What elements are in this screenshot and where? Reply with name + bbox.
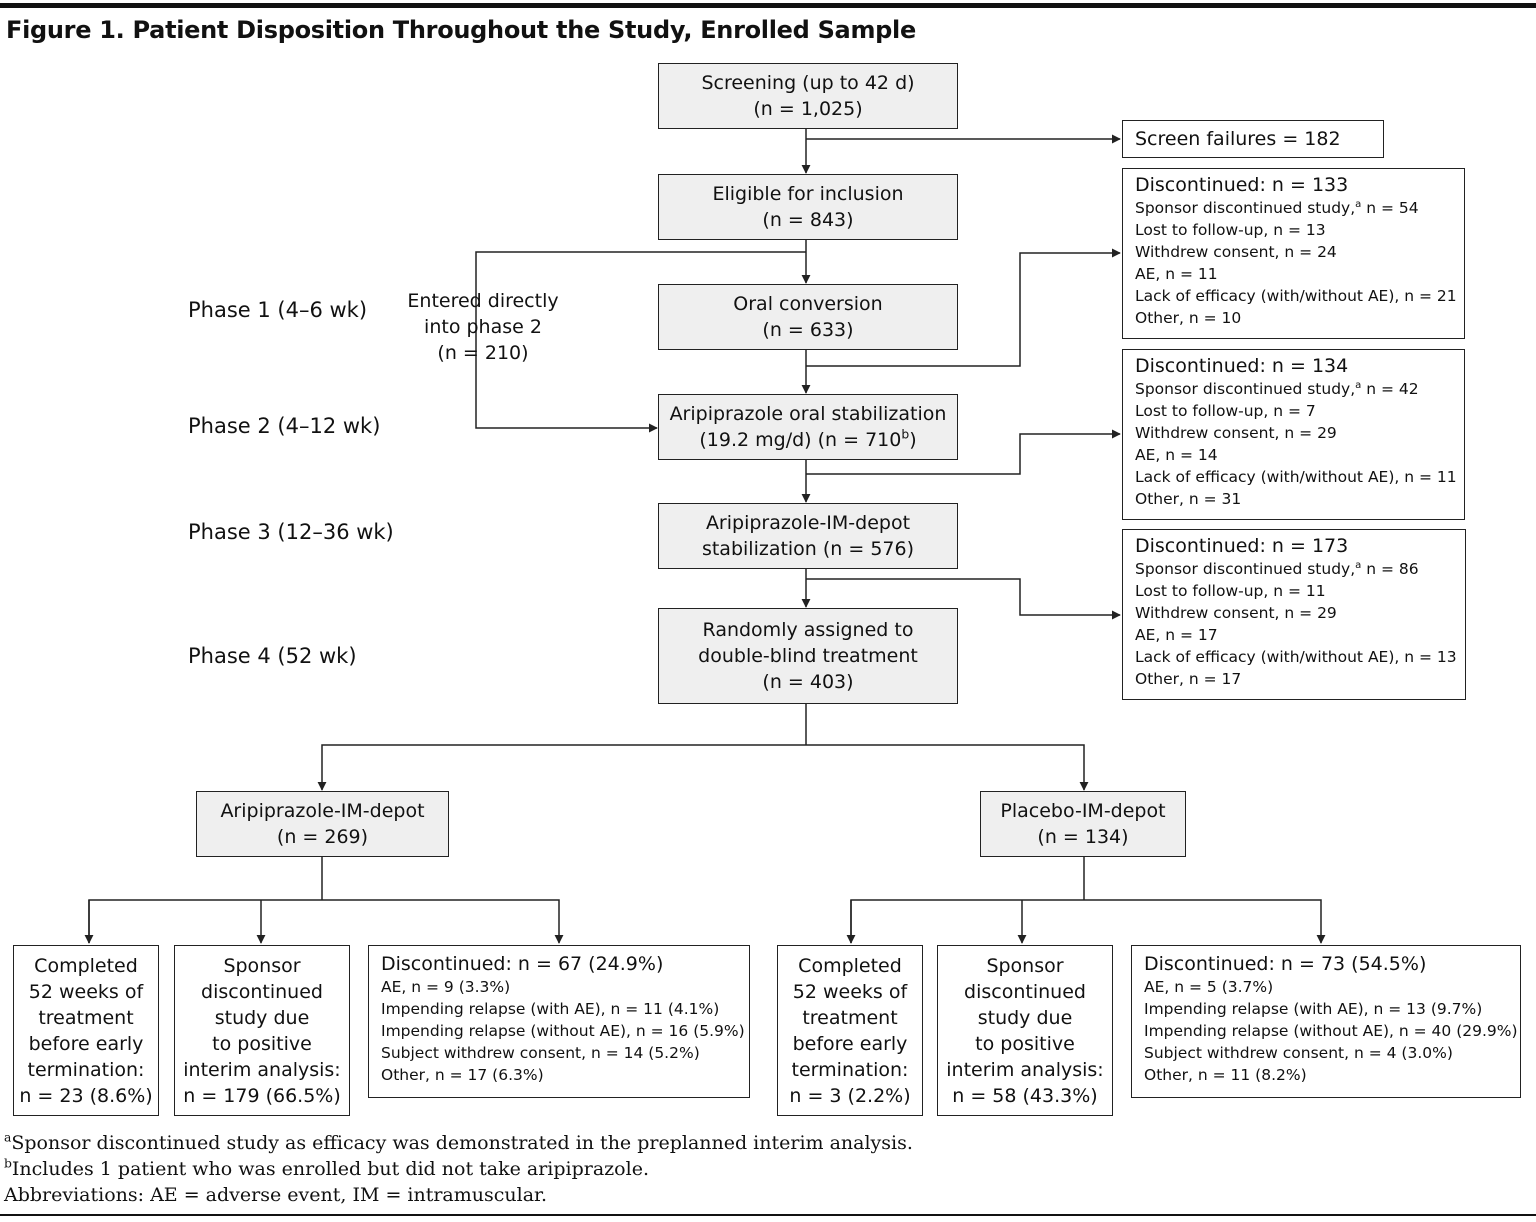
arrow-disc2 [806, 429, 1121, 475]
discontinued-phase-1-box: Discontinued: n = 133 Sponsor discontinu… [1122, 168, 1465, 339]
active-completed-box: Completed 52 weeks of treatment before e… [13, 945, 159, 1116]
phase-3-label: Phase 3 (12–36 wk) [188, 520, 394, 544]
arrow-active-completed [88, 899, 564, 944]
placebo-completed-box: Completed 52 weeks of treatment before e… [777, 945, 923, 1116]
arrow-disc1 [806, 248, 1121, 367]
arrow-entered-directly [475, 251, 806, 433]
arrow-disc3 [806, 578, 1121, 620]
abbreviations: Abbreviations: AE = adverse event, IM = … [4, 1184, 548, 1206]
active-sponsor-box: Sponsor discontinued study due to positi… [174, 945, 350, 1116]
screening-box: Screening (up to 42 d) (n = 1,025) [658, 63, 958, 129]
placebo-sponsor-box: Sponsor discontinued study due to positi… [937, 945, 1113, 1116]
figure-title: Figure 1. Patient Disposition Throughout… [6, 16, 916, 44]
active-discontinued-box: Discontinued: n = 67 (24.9%) AE, n = 9 (… [368, 945, 750, 1098]
discontinued-phase-2-box: Discontinued: n = 134 Sponsor discontinu… [1122, 349, 1465, 520]
footnote-a: aSponsor discontinued study as efficacy … [4, 1130, 913, 1154]
phase-1-label: Phase 1 (4–6 wk) [188, 298, 368, 322]
arrow-placebo-completed [850, 899, 1326, 944]
eligible-box: Eligible for inclusion (n = 843) [658, 174, 958, 240]
arm-aripiprazole-box: Aripiprazole-IM-depot (n = 269) [196, 791, 449, 857]
footnote-b: bIncludes 1 patient who was enrolled but… [4, 1156, 649, 1180]
entered-directly-label: Entered directly into phase 2 (n = 210) [407, 290, 559, 364]
arrow-arm-active [317, 744, 806, 791]
randomized-box: Randomly assigned to double-blind treatm… [658, 608, 958, 704]
arrow-arm-placebo [806, 744, 1089, 791]
top-rule [0, 3, 1536, 8]
placebo-discontinued-box: Discontinued: n = 73 (54.5%) AE, n = 5 (… [1131, 945, 1521, 1098]
oral-conversion-box: Oral conversion (n = 633) [658, 284, 958, 350]
phase-2-label: Phase 2 (4–12 wk) [188, 414, 381, 438]
phase-4-label: Phase 4 (52 wk) [188, 644, 357, 668]
bottom-rule [0, 1214, 1536, 1216]
screen-failures-box: Screen failures = 182 [1122, 120, 1384, 158]
im-depot-stabilization-box: Aripiprazole-IM-depot stabilization (n =… [658, 503, 958, 569]
discontinued-phase-3-box: Discontinued: n = 173 Sponsor discontinu… [1122, 529, 1466, 700]
arm-placebo-box: Placebo-IM-depot (n = 134) [980, 791, 1186, 857]
oral-stabilization-box: Aripiprazole oral stabilization (19.2 mg… [658, 394, 958, 460]
